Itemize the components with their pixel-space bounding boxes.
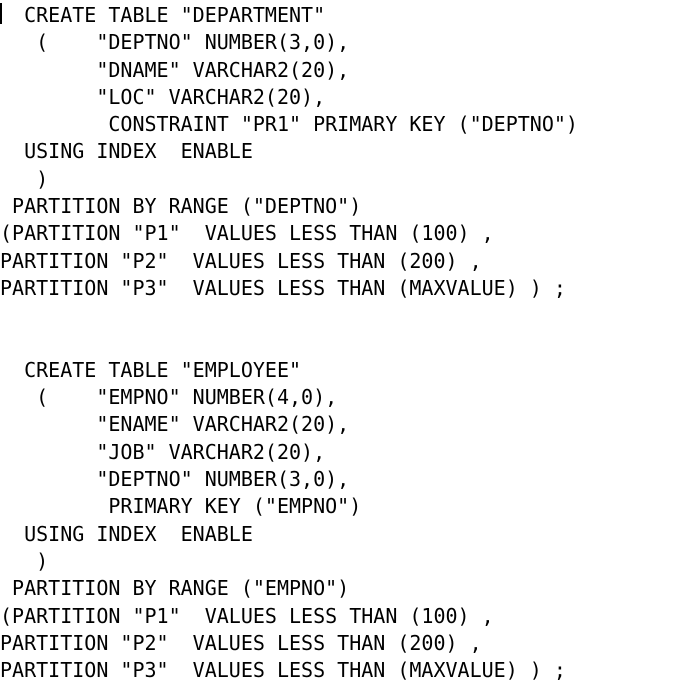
text-cursor	[0, 3, 2, 24]
